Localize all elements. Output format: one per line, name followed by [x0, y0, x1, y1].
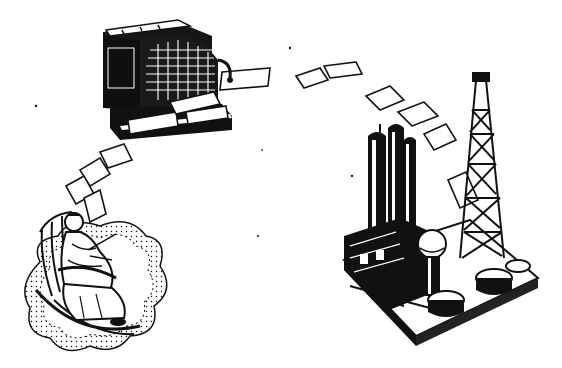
paper-slip-icon	[424, 124, 456, 150]
paper-slip-icon	[296, 68, 328, 88]
cash-register-icon	[103, 20, 270, 140]
flow-arc-woman-to-register	[66, 144, 132, 222]
paper-slip-icon	[398, 102, 438, 126]
rocking-chair-woman-icon	[25, 212, 167, 351]
paper-slip-icon	[324, 62, 362, 78]
paper-slip-icon	[366, 86, 404, 110]
flow-arc-register-to-refinery	[296, 62, 478, 208]
oil-refinery-icon	[344, 72, 538, 346]
paper-slip-icon	[448, 172, 478, 208]
